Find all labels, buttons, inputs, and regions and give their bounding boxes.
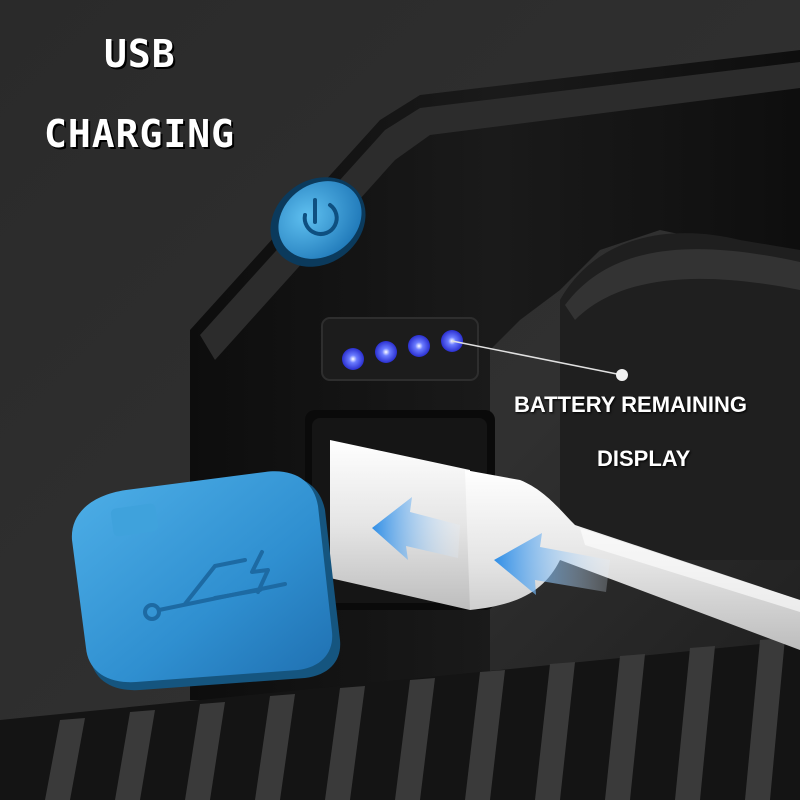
battery-led-2 bbox=[375, 341, 397, 363]
callout-pointer bbox=[451, 340, 628, 381]
power-button bbox=[270, 177, 366, 267]
port-cap bbox=[71, 471, 341, 691]
lightning-icon bbox=[250, 550, 270, 594]
callout-line-1: BATTERY REMAINING bbox=[514, 392, 748, 417]
power-icon bbox=[302, 198, 339, 236]
heading-line-2: CHARGING bbox=[44, 112, 236, 156]
arrow-left-icon bbox=[372, 497, 460, 560]
usb-icon bbox=[143, 558, 287, 621]
heading-line-1: USB bbox=[104, 32, 176, 76]
battery-led-1 bbox=[342, 348, 364, 370]
battery-indicator bbox=[321, 317, 479, 381]
ribbed-barrel bbox=[0, 638, 800, 800]
battery-led-3 bbox=[408, 335, 430, 357]
callout-line-2: DISPLAY bbox=[597, 446, 691, 471]
arrow-left-icon-2 bbox=[494, 533, 610, 595]
